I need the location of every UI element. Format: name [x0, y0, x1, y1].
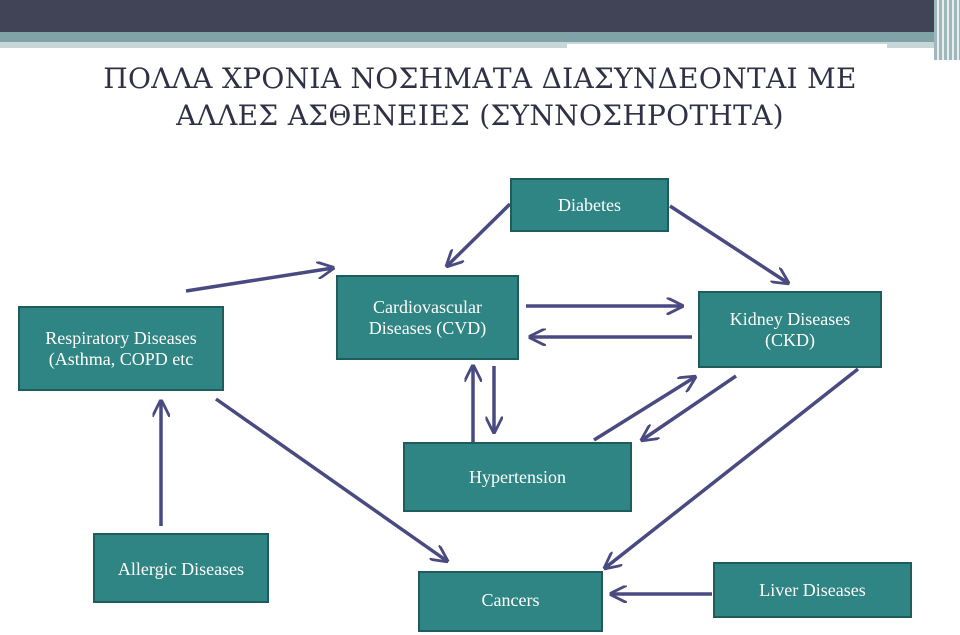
header-accent-line — [567, 44, 887, 49]
header-stripe-light — [0, 42, 960, 48]
node-cancers: Cancers — [418, 571, 603, 632]
arrow-diabetes-to-kidney — [669, 204, 788, 283]
node-kidney-label-2: (CKD) — [764, 329, 815, 350]
arrow-hypertension-to-kidney — [593, 377, 695, 442]
node-hypertension: Hypertension — [403, 442, 632, 512]
arrow-kidney-to-hypertension — [642, 374, 737, 440]
node-allergic-label: Allergic Diseases — [117, 559, 245, 579]
node-cardiovascular-diseases: Cardiovascular Diseases (CVD) — [336, 275, 519, 360]
node-cvd-label-2: Diseases (CVD) — [368, 317, 487, 338]
slide-title-line-2: ΑΛΛΕΣ ΑΣΘΕΝΕΙΕΣ (ΣΥΝΝΟΣΗΡΟΤΗΤΑ) — [176, 99, 784, 132]
header-stripe — [0, 32, 960, 42]
arrow-diabetes-to-cvd — [447, 202, 512, 266]
slide-title-line-1: ΠΟΛΛΑ ΧΡΟΝΙΑ ΝΟΣΗΜΑΤΑ ΔΙΑΣΥΝΔΕΟΝΤΑΙ ΜΕ — [103, 62, 857, 95]
slide-title: ΠΟΛΛΑ ΧΡΟΝΙΑ ΝΟΣΗΜΑΤΑ ΔΙΑΣΥΝΔΕΟΝΤΑΙ ΜΕ Α… — [0, 60, 960, 134]
node-kidney-label-1: Kidney Diseases — [729, 308, 851, 329]
node-respiratory-label-2: (Asthma, COPD etc — [48, 348, 194, 369]
header-right-edge — [934, 0, 960, 60]
node-allergic-diseases: Allergic Diseases — [93, 533, 269, 603]
node-diabetes-label: Diabetes — [558, 194, 621, 215]
node-diabetes: Diabetes — [510, 178, 669, 232]
header-bar — [0, 0, 960, 32]
node-respiratory-label-1: Respiratory Diseases — [45, 327, 197, 348]
arrow-kidney-to-cancers — [605, 367, 860, 568]
node-hypertension-label: Hypertension — [469, 467, 566, 487]
node-respiratory-diseases: Respiratory Diseases (Asthma, COPD etc — [18, 306, 224, 391]
node-liver-label: Liver Diseases — [759, 579, 866, 600]
arrow-respiratory-to-cvd — [185, 268, 333, 293]
node-cvd-label-1: Cardiovascular — [373, 296, 482, 317]
node-liver-diseases: Liver Diseases — [713, 562, 912, 618]
node-kidney-diseases: Kidney Diseases (CKD) — [698, 291, 882, 368]
arrow-respiratory-to-cancers — [214, 397, 447, 561]
node-cancers-label: Cancers — [481, 590, 540, 610]
